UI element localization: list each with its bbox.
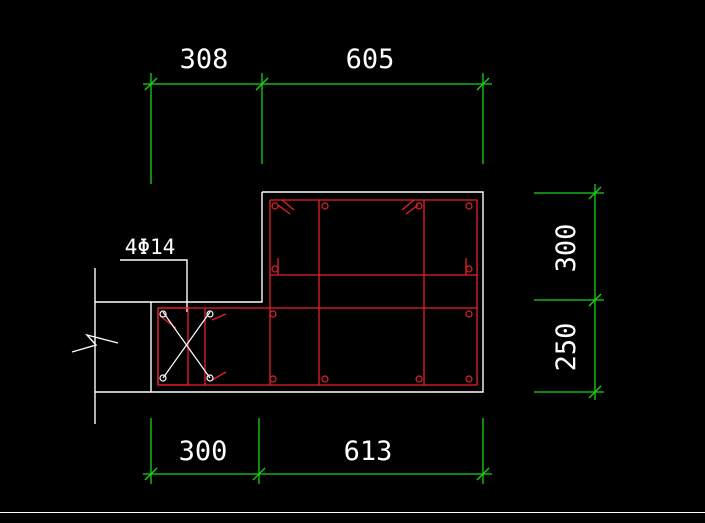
dim-bottom-left: 300 bbox=[179, 436, 228, 467]
break-line-icon bbox=[71, 333, 119, 353]
dim-right-upper: 300 bbox=[551, 224, 582, 273]
dim-top-left: 308 bbox=[180, 44, 229, 75]
dim-right-lower: 250 bbox=[551, 323, 582, 372]
rebar-layout bbox=[157, 199, 478, 386]
rebar-bars bbox=[269, 202, 473, 383]
dim-bottom-right: 613 bbox=[344, 436, 393, 467]
column-bars bbox=[159, 310, 214, 382]
dimension-lines bbox=[143, 73, 604, 484]
column-cross-ties bbox=[162, 311, 211, 379]
rebar-callout-label: 4Φ14 bbox=[125, 235, 176, 259]
bottom-edge-line bbox=[0, 512, 705, 513]
section-outline bbox=[94, 191, 484, 424]
dim-top-right: 605 bbox=[346, 44, 395, 75]
